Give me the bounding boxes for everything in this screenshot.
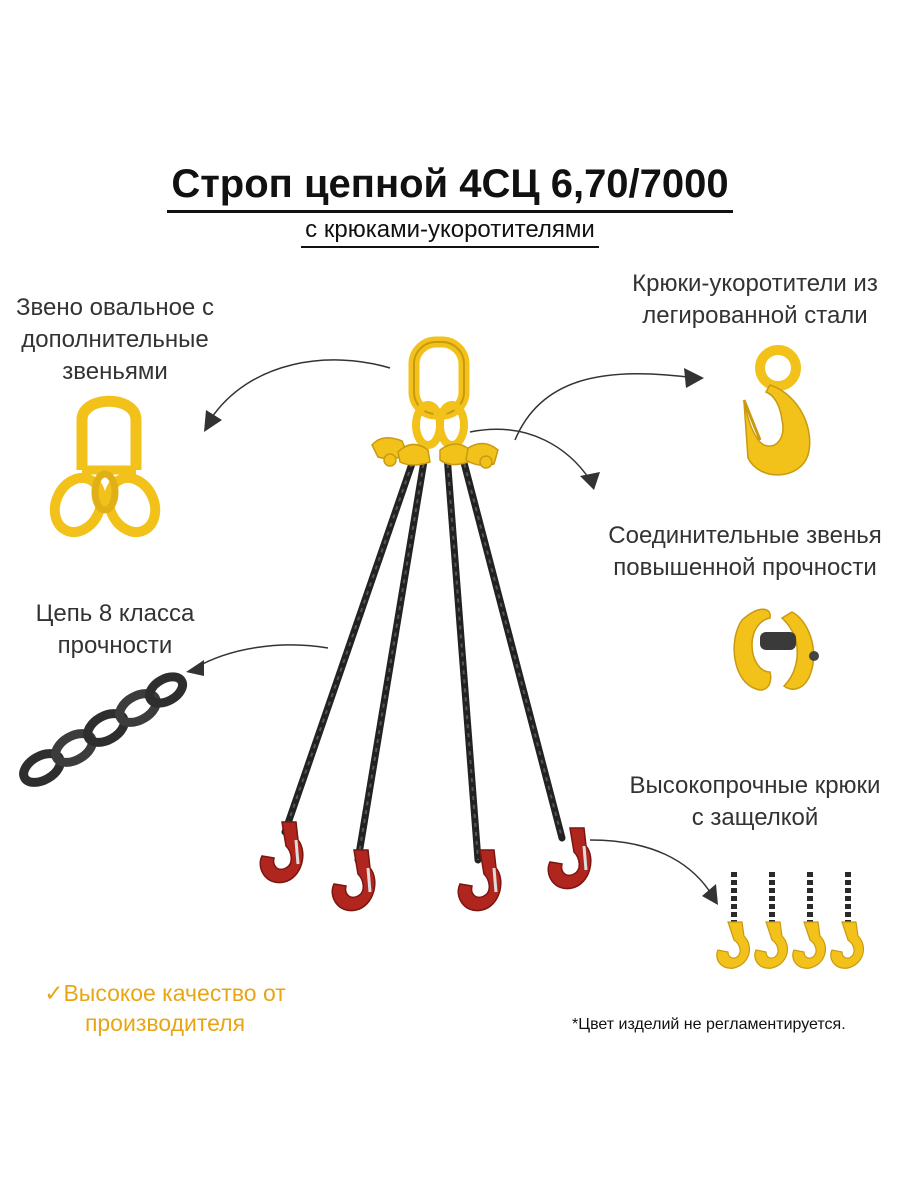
quality-badge: ✓Высокое качество от производителя: [44, 980, 286, 1036]
page-subtitle: с крюками-укоротителями: [0, 216, 900, 248]
arrow-heads: [186, 368, 718, 905]
label-latch-hooks: Высокопрочные крюки с защелкой: [629, 772, 881, 831]
label-connecting-links: Соединительные звенья повышенной прочнос…: [608, 522, 882, 581]
shortening-hook-image: [742, 345, 811, 476]
main-sling-image: [259, 336, 592, 912]
label-chain: Цепь 8 класса прочности: [35, 600, 195, 659]
oval-link-image: [49, 395, 161, 538]
latch-hooks-image: [716, 872, 865, 969]
red-latch-hooks: [259, 821, 592, 912]
footnote: *Цвет изделий не регламентируется.: [572, 1016, 846, 1033]
chain-sample-image: [19, 672, 188, 787]
master-link: [408, 336, 470, 449]
chain-legs: [281, 451, 566, 864]
label-oval-link: Звено овальное с дополнительные звеньями: [16, 294, 214, 385]
check-icon: ✓: [44, 980, 64, 1006]
label-shortening-hooks: Крюки-укоротители из легированной стали: [632, 270, 878, 329]
shortening-hook-cluster: [371, 437, 499, 469]
page-title: Строп цепной 4СЦ 6,70/7000: [0, 162, 900, 213]
callout-arrows: [194, 359, 713, 896]
connecting-link-image: [733, 608, 819, 691]
